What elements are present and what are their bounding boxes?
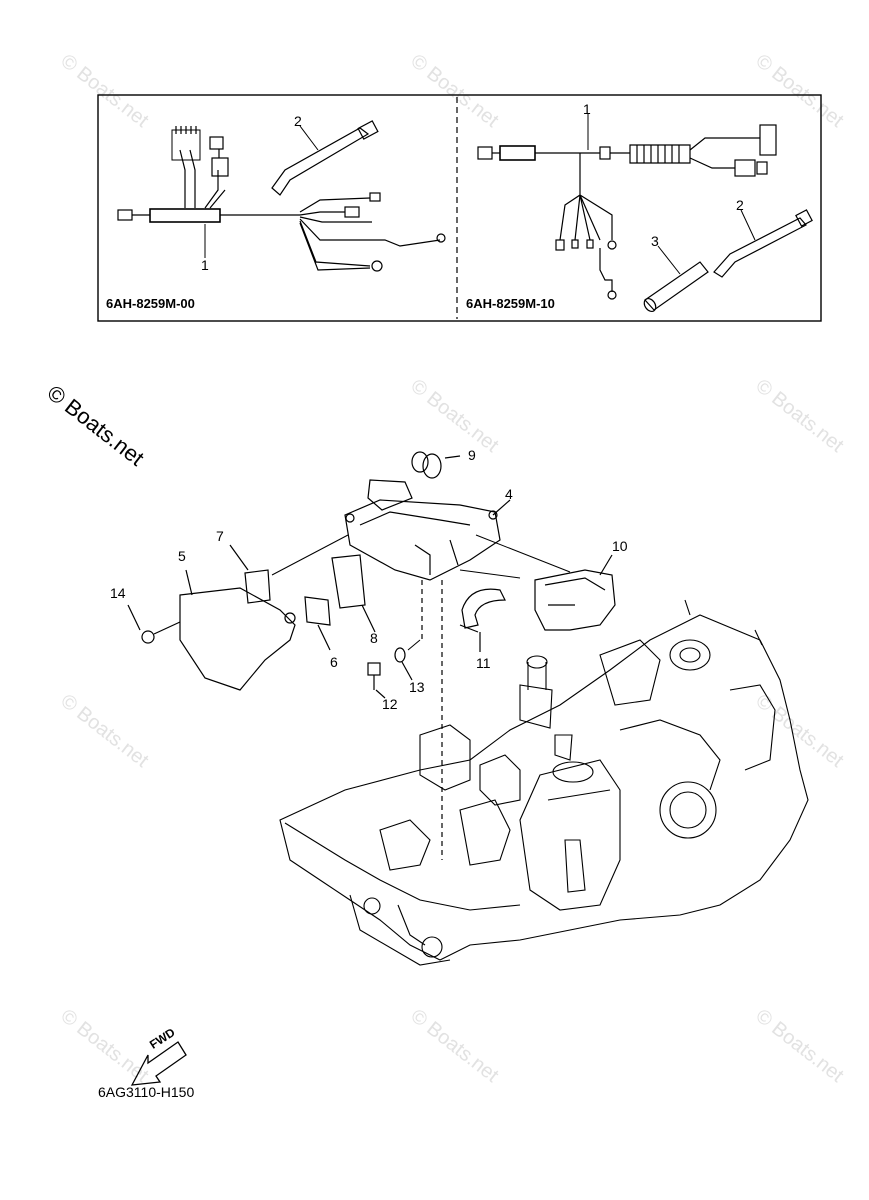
plate-small-illustration <box>229 544 271 604</box>
wire-harness-right-illustration <box>477 124 777 300</box>
side-cover-illustration <box>179 569 296 691</box>
callout-12: 12 <box>382 696 398 712</box>
grommet-illustration <box>411 451 461 479</box>
tube-illustration <box>643 261 709 313</box>
callout-right-1: 1 <box>583 101 591 117</box>
wire-harness-left-illustration <box>117 126 446 272</box>
callout-left-2: 2 <box>294 113 302 129</box>
callout-4: 4 <box>505 486 513 502</box>
callout-6: 6 <box>330 654 338 670</box>
diagram-code: 6AG3110-H150 <box>98 1084 195 1100</box>
cable-tie-left-illustration <box>271 120 379 196</box>
callout-5: 5 <box>178 548 186 564</box>
screw-illustration <box>367 662 386 699</box>
callout-10: 10 <box>612 538 628 554</box>
cover-illustration <box>534 554 616 631</box>
callout-8: 8 <box>370 630 378 646</box>
callout-13: 13 <box>409 679 425 695</box>
callout-9: 9 <box>468 447 476 463</box>
bolt-illustration <box>127 604 181 644</box>
callout-11: 11 <box>476 655 491 671</box>
washer-illustration <box>394 647 413 681</box>
kit-box-frame <box>97 94 822 322</box>
callout-14: 14 <box>110 585 126 601</box>
callout-7: 7 <box>216 528 224 544</box>
callout-right-2: 2 <box>736 197 744 213</box>
clamp-illustration <box>459 588 506 652</box>
plate-illustration <box>331 554 376 633</box>
callout-right-3: 3 <box>651 233 659 249</box>
part-number-left: 6AH-8259M-00 <box>106 296 195 311</box>
cable-tie-right-illustration <box>713 209 813 278</box>
callout-left-1: 1 <box>201 257 209 273</box>
bracket-illustration <box>344 479 511 581</box>
engine-block-illustration <box>279 599 809 966</box>
part-number-right: 6AH-8259M-10 <box>466 296 555 311</box>
plate-six-illustration <box>304 596 331 651</box>
fwd-arrow-icon <box>130 1041 187 1086</box>
